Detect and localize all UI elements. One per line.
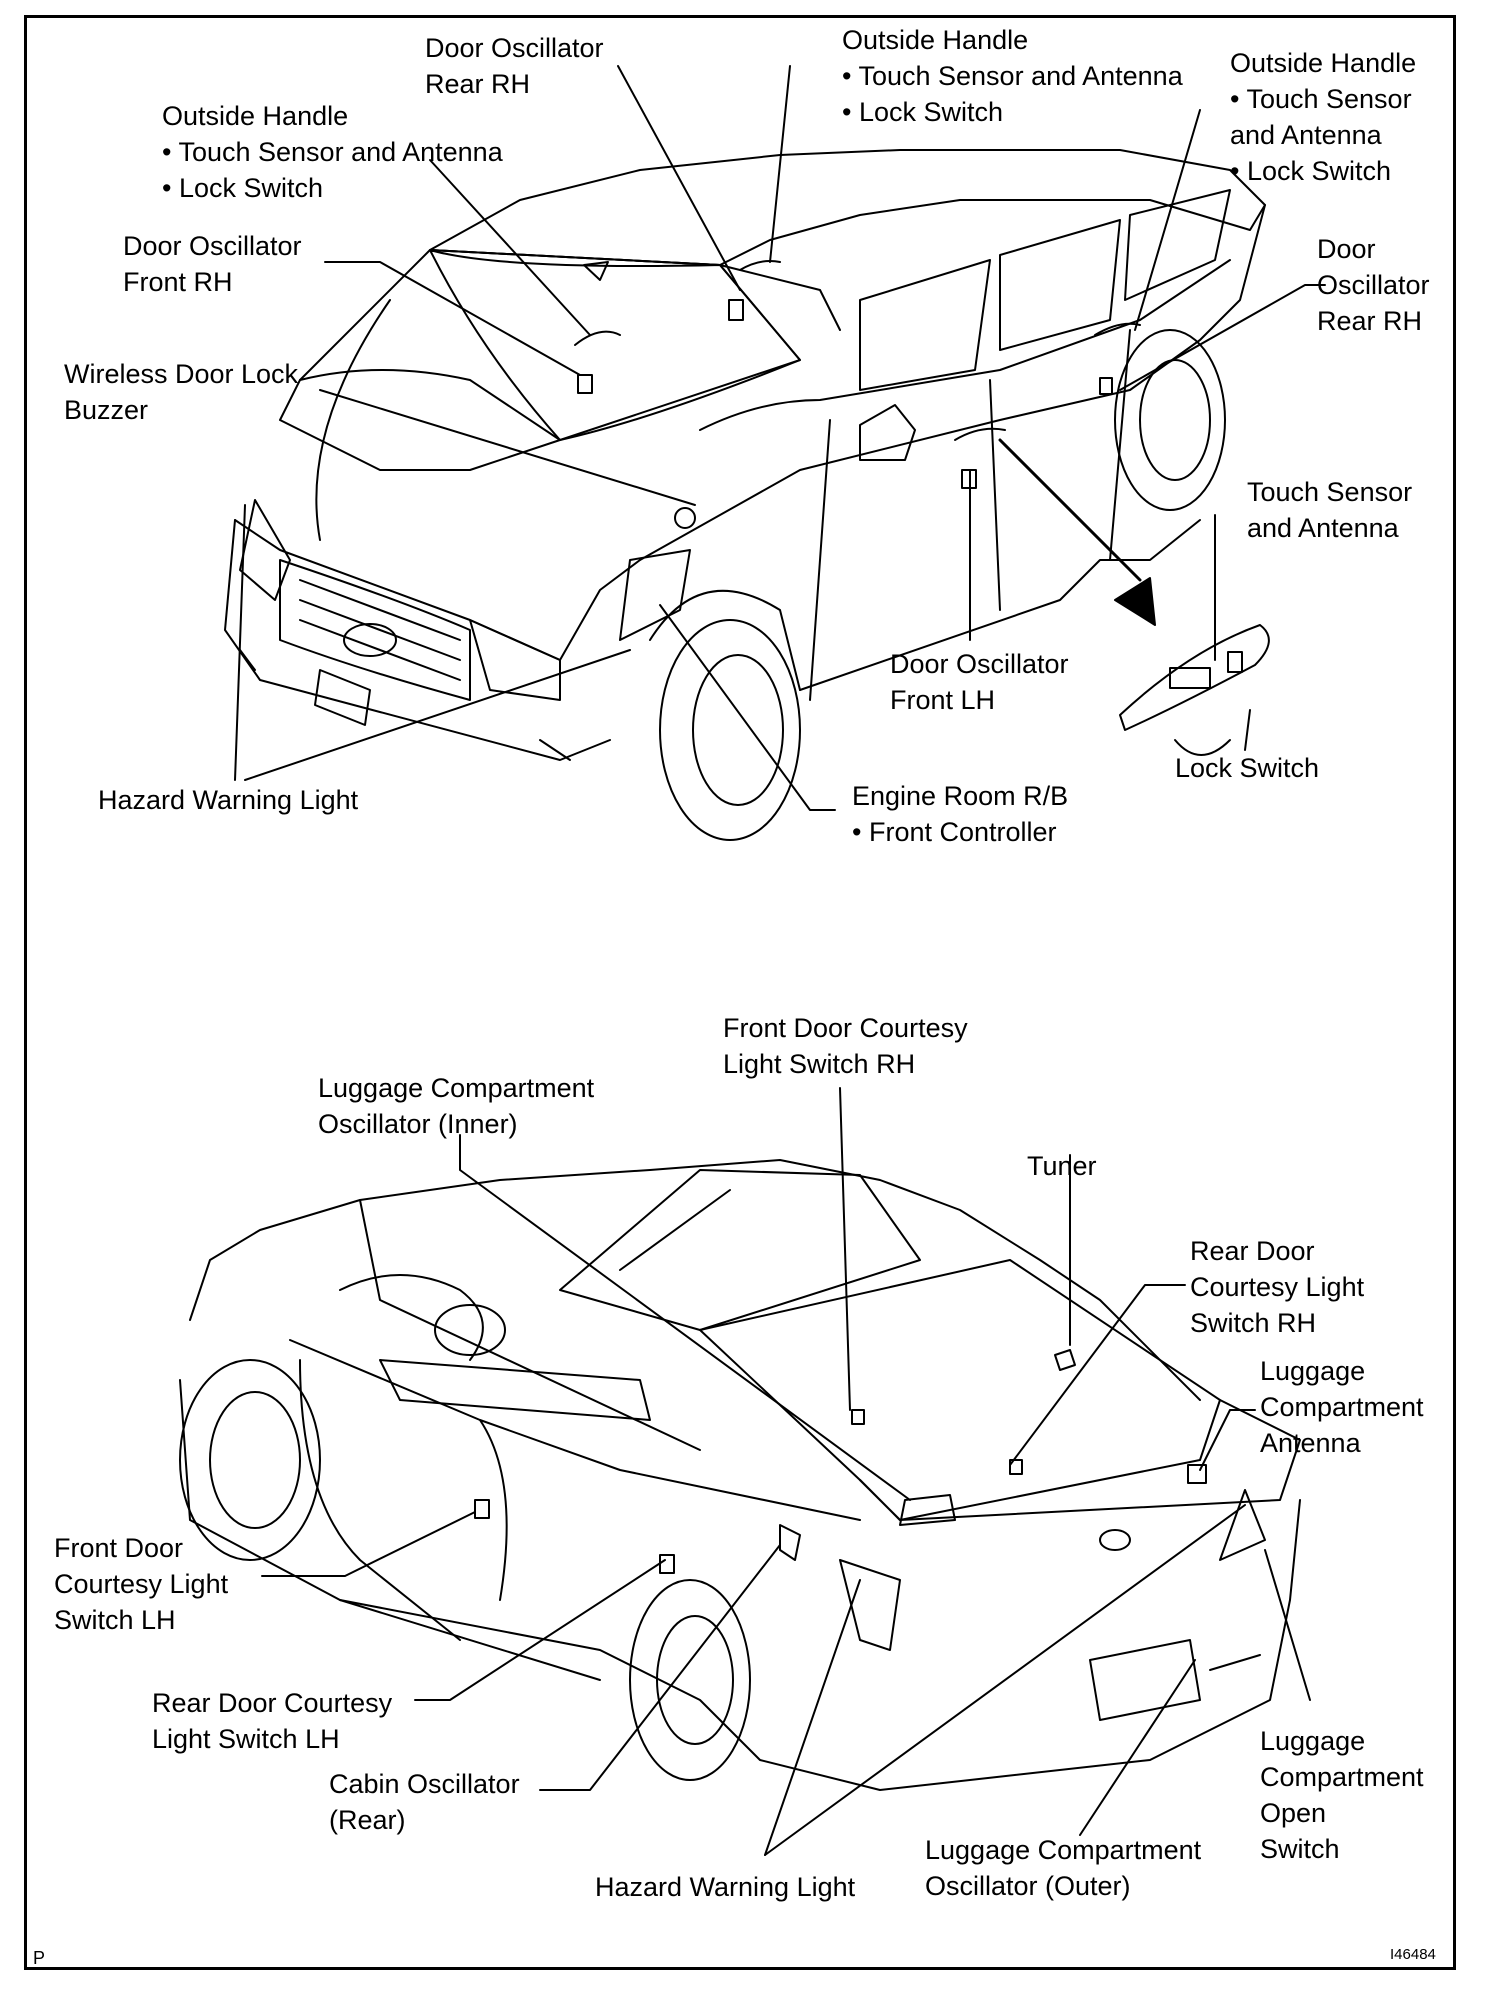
label-lock-switch: Lock Switch: [1175, 750, 1319, 786]
label-outside-handle-left: Outside Handle • Touch Sensor and Antenn…: [162, 98, 503, 206]
label-line: Switch RH: [1190, 1308, 1317, 1338]
label-line: Oscillator (Outer): [925, 1871, 1131, 1901]
label-line: Outside Handle: [1230, 48, 1417, 78]
label-line: Front Door Courtesy: [723, 1013, 968, 1043]
label-luggage-oscillator-inner: Luggage Compartment Oscillator (Inner): [318, 1070, 594, 1142]
label-door-oscillator-front-rh: Door Oscillator Front RH: [123, 228, 302, 300]
label-line: Outside Handle: [842, 25, 1029, 55]
label-cabin-oscillator-rear: Cabin Oscillator (Rear): [329, 1766, 520, 1838]
label-line: Switch LH: [54, 1605, 176, 1635]
label-line: Antenna: [1260, 1428, 1361, 1458]
leader-lines: [234, 65, 1326, 1856]
label-door-oscillator-rear-rh-top: Door Oscillator Rear RH: [425, 30, 604, 102]
label-line: Front Door: [54, 1533, 184, 1563]
label-hazard-warning-light-bottom: Hazard Warning Light: [595, 1869, 855, 1905]
label-line: Luggage Compartment: [318, 1073, 595, 1103]
label-line: Luggage: [1260, 1356, 1366, 1386]
label-rear-door-courtesy-rh: Rear Door Courtesy Light Switch RH: [1190, 1233, 1364, 1341]
label-line: Courtesy Light: [54, 1569, 229, 1599]
label-front-door-courtesy-lh: Front Door Courtesy Light Switch LH: [54, 1530, 228, 1638]
label-touch-sensor-antenna: Touch Sensor and Antenna: [1247, 474, 1412, 546]
label-line: Cabin Oscillator: [329, 1769, 520, 1799]
label-line: Rear Door: [1190, 1236, 1315, 1266]
label-engine-room-rb: Engine Room R/B • Front Controller: [852, 778, 1068, 850]
label-line: Door Oscillator: [890, 649, 1069, 679]
label-line: • Touch Sensor: [1230, 84, 1412, 114]
label-line: Light Switch LH: [152, 1724, 340, 1754]
figure-id: I46484: [1390, 1946, 1436, 1963]
label-line: and Antenna: [1247, 513, 1399, 543]
label-line: • Lock Switch: [1230, 156, 1392, 186]
label-door-oscillator-rear-rh-right: Door Oscillator Rear RH: [1317, 231, 1430, 339]
label-line: Engine Room R/B: [852, 781, 1069, 811]
label-line: • Touch Sensor and Antenna: [842, 61, 1183, 91]
label-line: Door: [1317, 234, 1376, 264]
label-line: Front RH: [123, 267, 233, 297]
label-line: Hazard Warning Light: [595, 1872, 856, 1902]
label-line: • Front Controller: [852, 817, 1057, 847]
label-line: Courtesy Light: [1190, 1272, 1365, 1302]
label-front-door-courtesy-rh: Front Door Courtesy Light Switch RH: [723, 1010, 968, 1082]
label-luggage-open-switch: Luggage Compartment Open Switch: [1260, 1723, 1424, 1867]
label-luggage-compartment-antenna: Luggage Compartment Antenna: [1260, 1353, 1424, 1461]
label-line: Rear RH: [1317, 306, 1423, 336]
label-door-oscillator-front-lh: Door Oscillator Front LH: [890, 646, 1069, 718]
label-outside-handle-right: Outside Handle • Touch Sensor and Antenn…: [1230, 45, 1416, 189]
label-line: • Lock Switch: [842, 97, 1004, 127]
label-line: Outside Handle: [162, 101, 349, 131]
rear-view-car: [179, 1159, 1301, 1791]
label-line: Buzzer: [64, 395, 149, 425]
label-line: Luggage Compartment: [925, 1835, 1202, 1865]
label-line: Luggage: [1260, 1726, 1366, 1756]
label-line: Compartment: [1260, 1762, 1424, 1792]
label-line: Rear Door Courtesy: [152, 1688, 393, 1718]
label-line: • Lock Switch: [162, 173, 324, 203]
label-line: Switch: [1260, 1834, 1340, 1864]
label-outside-handle-mid: Outside Handle • Touch Sensor and Antenn…: [842, 22, 1183, 130]
label-line: Oscillator: [1317, 270, 1430, 300]
corner-mark-left: P: [33, 1948, 46, 1968]
label-line: and Antenna: [1230, 120, 1382, 150]
label-luggage-oscillator-outer: Luggage Compartment Oscillator (Outer): [925, 1832, 1201, 1904]
label-line: Door Oscillator: [123, 231, 302, 261]
label-line: Compartment: [1260, 1392, 1424, 1422]
label-line: Open: [1260, 1798, 1327, 1828]
front-view-car: [224, 149, 1270, 841]
label-line: Front LH: [890, 685, 996, 715]
label-line: Door Oscillator: [425, 33, 604, 63]
label-line: Wireless Door Lock: [64, 359, 299, 389]
diagram-frame: [24, 15, 1456, 1970]
label-line: Oscillator (Inner): [318, 1109, 518, 1139]
label-hazard-warning-light-top: Hazard Warning Light: [98, 782, 358, 818]
label-line: Rear RH: [425, 69, 531, 99]
label-line: Hazard Warning Light: [98, 785, 359, 815]
label-tuner: Tuner: [1027, 1148, 1097, 1184]
label-line: • Touch Sensor and Antenna: [162, 137, 503, 167]
label-line: Lock Switch: [1175, 753, 1320, 783]
label-line: (Rear): [329, 1805, 406, 1835]
label-line: Tuner: [1027, 1151, 1097, 1181]
label-line: Touch Sensor: [1247, 477, 1413, 507]
label-wireless-door-lock-buzzer: Wireless Door Lock Buzzer: [64, 356, 298, 428]
label-rear-door-courtesy-lh: Rear Door Courtesy Light Switch LH: [152, 1685, 392, 1757]
label-line: Light Switch RH: [723, 1049, 916, 1079]
